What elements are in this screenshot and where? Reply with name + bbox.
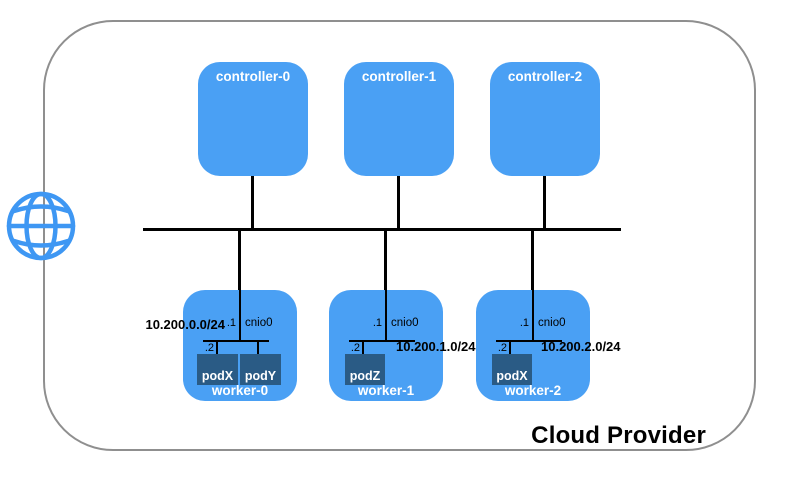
controller-node-0: controller-0: [198, 62, 308, 176]
worker-2-pod-ip: .2: [497, 342, 507, 354]
worker-1-pod-0: podZ: [345, 354, 385, 385]
worker-1-link: [384, 229, 387, 290]
worker-2-pod-0: podX: [492, 354, 532, 385]
network-bus-line: [143, 228, 621, 231]
worker-0-pod-stub-left: [216, 340, 218, 355]
worker-2-bridge-line: [496, 340, 562, 342]
worker-2-pod-stub: [509, 340, 511, 355]
worker-0-pod-1: podY: [240, 354, 281, 385]
worker-0-bridge-label: cnio0: [245, 317, 273, 329]
worker-0-pod-ip: .2: [204, 342, 214, 354]
worker-2-eth-line: [532, 290, 534, 340]
controller-1-link: [397, 176, 400, 231]
worker-2-pod-0-label: podX: [496, 369, 528, 383]
worker-0-bridge-line: [203, 340, 269, 342]
controller-node-1: controller-1: [344, 62, 454, 176]
worker-2-label: worker-2: [504, 383, 562, 398]
cloud-provider-title: Cloud Provider: [531, 422, 706, 449]
worker-0-pod-0-label: podX: [201, 369, 234, 383]
worker-2-bridge-label: cnio0: [538, 317, 566, 329]
worker-1-host-ip: .1: [372, 317, 382, 329]
controller-2-link: [543, 176, 546, 231]
worker-node-2: .1 cnio0 .2 podX worker-2: [476, 290, 590, 401]
worker-0-pod-stub-right: [257, 340, 259, 355]
worker-0-pod-0: podX: [197, 354, 238, 385]
worker-0-pod-1-label: podY: [244, 369, 277, 383]
internet-globe-icon: [6, 191, 76, 261]
controller-node-2: controller-2: [490, 62, 600, 176]
worker-1-subnet-label: 10.200.1.0/24: [396, 339, 476, 354]
worker-1-label: worker-1: [357, 383, 415, 398]
controller-1-label: controller-1: [361, 69, 437, 84]
worker-node-0: .1 cnio0 .2 podX podY worker-0: [183, 290, 297, 401]
controller-2-label: controller-2: [507, 69, 583, 84]
worker-2-host-ip: .1: [519, 317, 529, 329]
worker-1-pod-0-label: podZ: [349, 369, 381, 383]
worker-node-1: .1 cnio0 .2 podZ worker-1: [329, 290, 443, 401]
worker-0-subnet-label: 10.200.0.0/24: [145, 317, 225, 332]
worker-1-bridge-label: cnio0: [391, 317, 419, 329]
cloud-provider-boundary: [43, 20, 756, 451]
worker-1-pod-ip: .2: [350, 342, 360, 354]
worker-0-link: [238, 229, 241, 290]
controller-0-label: controller-0: [215, 69, 291, 84]
worker-1-bridge-line: [349, 340, 415, 342]
controller-0-link: [251, 176, 254, 231]
worker-2-subnet-label: 10.200.2.0/24: [541, 339, 621, 354]
worker-1-eth-line: [385, 290, 387, 340]
worker-0-host-ip: .1: [226, 317, 236, 329]
worker-1-pod-stub: [362, 340, 364, 355]
worker-0-eth-line: [239, 290, 241, 340]
worker-2-link: [531, 229, 534, 290]
worker-0-label: worker-0: [211, 383, 269, 398]
